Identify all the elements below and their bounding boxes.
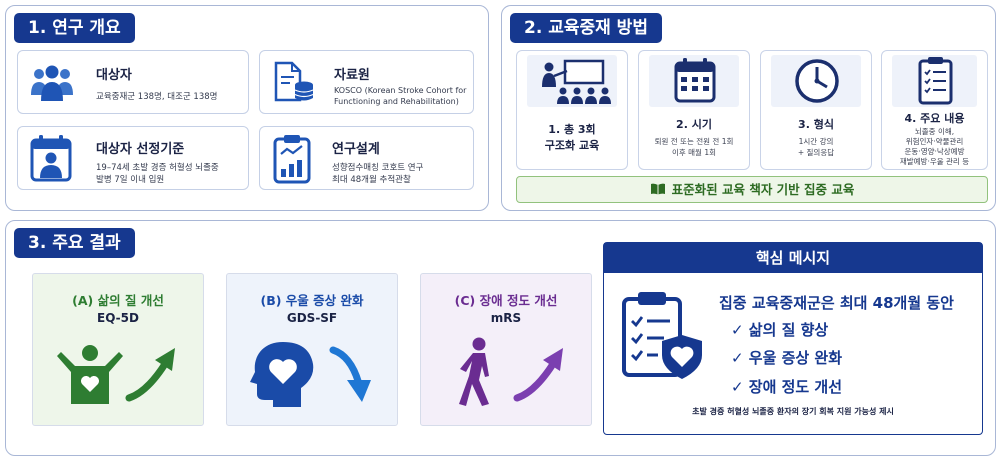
key-message-title: 핵심 메시지 (604, 243, 982, 273)
result-disability-scale: mRS (490, 311, 522, 325)
calendar-person-icon (30, 135, 72, 182)
result-card-disability: (C) 장애 정도 개선 mRS (420, 273, 592, 426)
key-point-disability: ✓ 장애 정도 개선 (731, 378, 843, 396)
criteria-title: 대상자 선정기준 (96, 142, 185, 157)
criteria-desc-1: 19–74세 초발 경증 허혈성 뇌졸중 (96, 163, 219, 173)
design-desc-2: 최대 48개월 추적관찰 (332, 175, 411, 185)
source-desc: KOSCO (Korean Stroke Cohort for Function… (334, 86, 467, 106)
key-message-lead: 집중 교육중재군은 최대 48개월 동안 (719, 294, 954, 312)
clipboard-chart-icon (273, 135, 311, 184)
result-depression-scale: GDS-SF (286, 311, 338, 325)
trend-up-arrow-icon (125, 348, 175, 402)
teacher-icon (527, 55, 617, 107)
method-content-card: 4. 주요 내용 뇌졸중 이해, 위험인자·약물관리 운동·영양·낙상예방 재발… (881, 50, 988, 170)
banner-text: 표준화된 교육 책자 기반 집중 교육 (671, 182, 855, 197)
calendar-icon (649, 55, 739, 107)
method-timing-desc1: 퇴원 전 또는 전원 전 1회 (654, 137, 734, 146)
key-point-depression: ✓ 우울 증상 완화 (731, 349, 843, 367)
trend-up-arrow-icon (513, 348, 563, 402)
clock-icon (771, 55, 861, 107)
result-qol-scale: EQ-5D (97, 311, 139, 325)
key-message-box: 핵심 메시지 집중 교육중재군은 최대 48개월 동안 ✓ 삶의 질 향상 ✓ … (603, 242, 983, 435)
walking-person-icon (459, 337, 489, 406)
method-sessions-card: 1. 총 3회 구조화 교육 (516, 50, 628, 170)
subjects-card: 대상자 교육중재군 138명, 대조군 138명 (17, 50, 249, 114)
source-card: 자료원 KOSCO (Korean Stroke Cohort for Func… (259, 50, 474, 114)
result-depression-title: (B) 우울 증상 완화 (260, 293, 364, 308)
result-card-qol: (A) 삶의 질 개선 EQ-5D (32, 273, 204, 426)
method-content-desc3: 운동·영양·낙상예방 (904, 147, 965, 156)
subjects-desc: 교육중재군 138명, 대조군 138명 (96, 92, 218, 102)
result-disability-title: (C) 장애 정도 개선 (454, 293, 558, 308)
design-desc-1: 성향점수매칭 코호트 연구 (332, 163, 424, 173)
criteria-desc-2: 발병 7일 이내 입원 (96, 175, 165, 185)
results-title: 3. 주요 결과 (14, 228, 135, 258)
method-timing-card: 2. 시기 퇴원 전 또는 전원 전 1회 이후 매월 1회 (638, 50, 750, 170)
result-qol-title: (A) 삶의 질 개선 (72, 293, 164, 308)
method-format-line1: 3. 형식 (798, 118, 834, 131)
key-message-footer: 초발 경증 허혈성 뇌졸중 환자의 장기 회복 지원 가능성 제시 (692, 407, 894, 416)
book-icon (650, 178, 666, 203)
method-sessions-line2: 구조화 교육 (544, 139, 600, 152)
method-format-desc2: + 질의응답 (797, 148, 835, 157)
method-content-line1: 4. 주요 내용 (904, 112, 965, 125)
people-icon (31, 65, 73, 101)
method-timing-line1: 2. 시기 (676, 118, 712, 131)
design-title: 연구설계 (332, 142, 380, 157)
education-booklet-banner: 표준화된 교육 책자 기반 집중 교육 (516, 176, 988, 203)
method-content-desc2: 위험인자·약물관리 (905, 137, 964, 146)
source-title: 자료원 (334, 68, 370, 83)
key-point-qol: ✓ 삶의 질 향상 (731, 321, 829, 339)
person-heart-icon (57, 345, 123, 404)
result-card-depression: (B) 우울 증상 완화 GDS-SF (226, 273, 398, 426)
head-heart-icon (250, 342, 314, 407)
method-content-desc1: 뇌졸중 이해, (914, 127, 955, 136)
method-format-card: 3. 형식 1시간 강의 + 질의응답 (760, 50, 872, 170)
method-format-desc1: 1시간 강의 (798, 137, 834, 146)
checklist-icon (892, 55, 977, 107)
database-document-icon (274, 61, 314, 102)
clipboard-shield-icon (622, 292, 702, 379)
design-card: 연구설계 성향점수매칭 코호트 연구 최대 48개월 추적관찰 (259, 126, 474, 190)
criteria-card: 대상자 선정기준 19–74세 초발 경증 허혈성 뇌졸중 발병 7일 이내 입… (17, 126, 249, 190)
method-content-desc4: 재발예방·우울 관리 등 (899, 157, 970, 166)
method-title: 2. 교육중재 방법 (510, 13, 662, 43)
overview-title: 1. 연구 개요 (14, 13, 135, 43)
trend-down-arrow-icon (329, 346, 371, 402)
subjects-title: 대상자 (96, 68, 132, 83)
method-sessions-line1: 1. 총 3회 (548, 123, 596, 136)
method-timing-desc2: 이후 매월 1회 (671, 148, 717, 157)
